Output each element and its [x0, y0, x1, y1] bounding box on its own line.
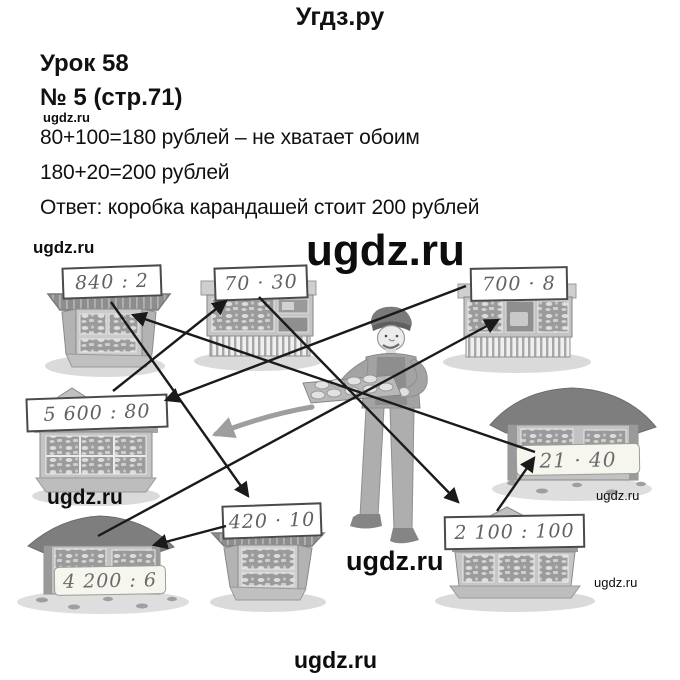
kiosk-sign-21-40: 21 · 40	[515, 442, 641, 477]
kiosk-sign-700-8: 700 · 8	[469, 266, 569, 302]
kiosk-sign-420-10: 420 · 10	[221, 502, 323, 540]
site-title: Угдз.ру	[295, 3, 385, 31]
watermark: ugdz.ru	[594, 575, 638, 590]
kiosk-sign-840-2: 840 : 2	[61, 264, 163, 300]
watermark-large: ugdz.ru	[306, 226, 465, 275]
lesson-title: Урок 58	[40, 50, 129, 77]
kiosk-sign-4200-6: 4 200 : 6	[53, 565, 167, 596]
task-number: № 5 (стр.71)	[40, 84, 183, 111]
watermark: ugdz.ru	[33, 238, 95, 257]
kiosk-840-2	[45, 293, 172, 377]
printed-grey-arrow	[211, 404, 315, 439]
kiosk-sign-70-30: 70 · 30	[213, 264, 309, 302]
solution-answer: Ответ: коробка карандашей стоит 200 рубл…	[40, 196, 480, 219]
watermark-footer: ugdz.ru	[294, 647, 378, 673]
watermark: ugdz.ru	[43, 110, 90, 125]
kiosk-420-10	[210, 532, 326, 612]
watermark: ugdz.ru	[47, 486, 123, 509]
kiosk-sign-2100-100: 2 100 : 100	[443, 513, 586, 551]
solution-line-1: 80+100=180 рублей – не хватает обоим	[40, 126, 420, 149]
watermark: ugdz.ru	[346, 546, 444, 576]
kiosk-2100-100	[435, 506, 595, 612]
baker-man	[302, 306, 428, 544]
solution-line-2: 180+20=200 рублей	[40, 161, 230, 184]
kiosk-sign-5600-80: 5 600 : 80	[25, 393, 169, 433]
watermark: ugdz.ru	[596, 488, 640, 503]
